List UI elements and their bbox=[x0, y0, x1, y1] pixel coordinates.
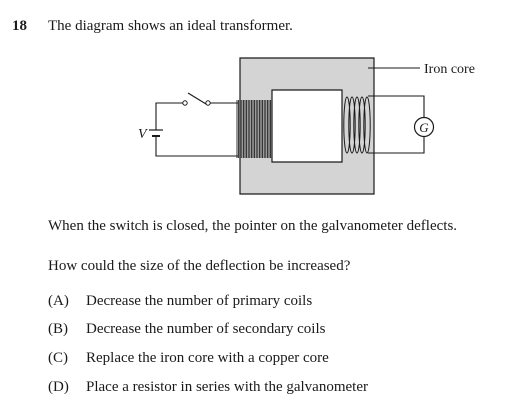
secondary-winding bbox=[363, 96, 371, 154]
galvanometer-label: G bbox=[419, 120, 429, 135]
transformer-diagram: Iron core V G bbox=[138, 57, 475, 195]
option-a-text: Decrease the number of primary coils bbox=[86, 293, 313, 309]
option-a[interactable]: (A) Decrease the number of primary coils bbox=[48, 293, 312, 310]
option-b-letter: (B) bbox=[48, 321, 68, 337]
switch-contact bbox=[182, 100, 188, 106]
option-d[interactable]: (D) Place a resistor in series with the g… bbox=[48, 379, 368, 396]
secondary-winding bbox=[358, 96, 366, 154]
option-c[interactable]: (C) Replace the iron core with a copper c… bbox=[48, 350, 329, 367]
question-number: 18 bbox=[12, 18, 27, 34]
galvanometer bbox=[413, 116, 435, 138]
prompt-text: How could the size of the deflection be … bbox=[48, 258, 351, 274]
option-b[interactable]: (B) Decrease the number of secondary coil… bbox=[48, 321, 325, 338]
secondary-circuit bbox=[368, 95, 425, 154]
primary-circuit bbox=[149, 92, 238, 157]
switch-pivot bbox=[205, 100, 211, 106]
option-c-text: Replace the iron core with a copper core bbox=[86, 350, 329, 366]
option-d-text: Place a resistor in series with the galv… bbox=[86, 379, 368, 395]
option-d-letter: (D) bbox=[48, 379, 69, 395]
question-stem: The diagram shows an ideal transformer. bbox=[48, 18, 293, 34]
battery-label: V bbox=[138, 127, 148, 142]
secondary-winding bbox=[353, 96, 361, 154]
observation-text: When the switch is closed, the pointer o… bbox=[48, 218, 458, 234]
primary-coil bbox=[236, 100, 272, 158]
option-b-text: Decrease the number of secondary coils bbox=[86, 321, 326, 337]
iron-core bbox=[239, 57, 375, 195]
secondary-winding bbox=[348, 96, 356, 154]
secondary-winding bbox=[343, 96, 351, 154]
option-a-letter: (A) bbox=[48, 293, 69, 309]
core-label: Iron core bbox=[424, 62, 475, 77]
switch-blade bbox=[187, 92, 207, 105]
option-c-letter: (C) bbox=[48, 350, 68, 366]
secondary-coil bbox=[343, 96, 371, 154]
